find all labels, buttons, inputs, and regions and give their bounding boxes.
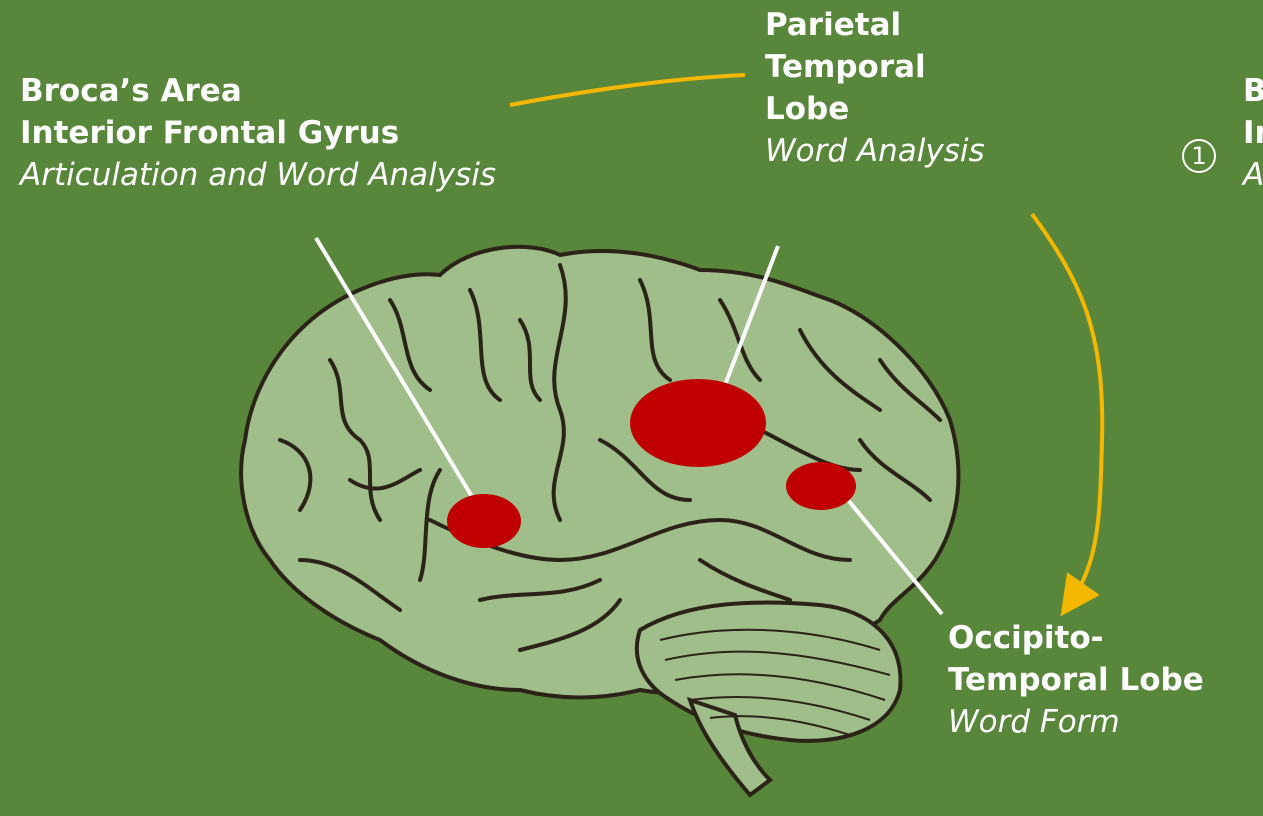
brain-cerebellum bbox=[637, 603, 901, 741]
clipped-line3: A bbox=[1243, 154, 1263, 196]
brain-illustration bbox=[241, 247, 958, 795]
parietal-title-line2: Temporal bbox=[765, 46, 985, 88]
clipped-label: B In A bbox=[1243, 70, 1263, 196]
broca-title: Broca’s Area bbox=[20, 70, 496, 112]
broca-label: Broca’s Area Interior Frontal Gyrus Arti… bbox=[20, 70, 496, 196]
parietal-title-line1: Parietal bbox=[765, 4, 985, 46]
occipito-label: Occipito- Temporal Lobe Word Form bbox=[948, 617, 1204, 743]
numbered-circle-badge: 1 bbox=[1182, 139, 1216, 173]
clipped-line1: B bbox=[1243, 70, 1263, 112]
clipped-line2: In bbox=[1243, 112, 1263, 154]
occipito-function: Word Form bbox=[948, 701, 1204, 743]
top-connector-line bbox=[510, 75, 745, 105]
parietal-function: Word Analysis bbox=[765, 130, 985, 172]
broca-region-marker bbox=[447, 494, 521, 548]
occipito-title-line1: Occipito- bbox=[948, 617, 1204, 659]
occipito-title-line2: Temporal Lobe bbox=[948, 659, 1204, 701]
parietal-title-line3: Lobe bbox=[765, 88, 985, 130]
curved-arrow bbox=[1032, 214, 1102, 600]
broca-function: Articulation and Word Analysis bbox=[20, 154, 496, 196]
occipito-region-marker bbox=[786, 462, 856, 510]
parietal-label: Parietal Temporal Lobe Word Analysis bbox=[765, 4, 985, 172]
parietal-region-marker bbox=[630, 379, 766, 467]
broca-subtitle: Interior Frontal Gyrus bbox=[20, 112, 496, 154]
